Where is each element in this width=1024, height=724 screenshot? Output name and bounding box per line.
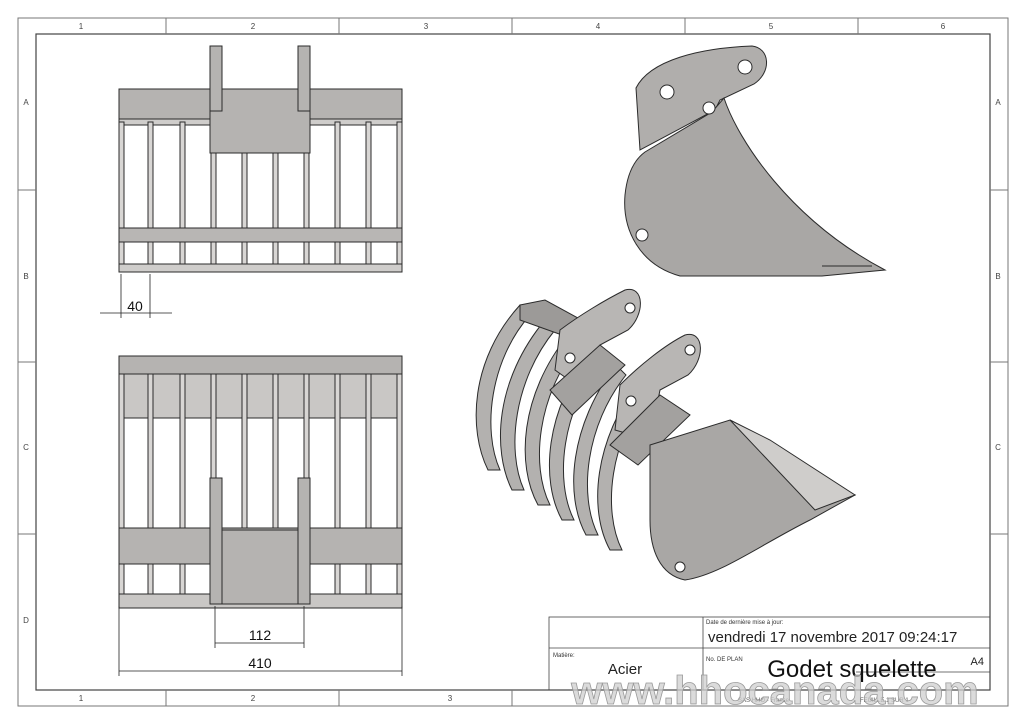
modified-label: Date de dernière mise à jour: bbox=[706, 620, 784, 626]
material-label: Matière: bbox=[553, 653, 575, 659]
title-block bbox=[548, 616, 991, 691]
isometric-view bbox=[475, 289, 857, 581]
modified-value: vendredi 17 novembre 2017 09:24:17 bbox=[708, 629, 957, 646]
dimension-40-label: 40 bbox=[127, 298, 143, 314]
zone-dividers bbox=[18, 18, 1008, 706]
sheet-label: FEUILLE 1 SUR 1 bbox=[860, 698, 909, 704]
dimension-410-label: 410 bbox=[248, 655, 272, 671]
col-label-top: 2 bbox=[251, 22, 256, 31]
material-value: Acier bbox=[608, 661, 642, 678]
col-label-top: 1 bbox=[79, 22, 84, 31]
col-label-bottom: 3 bbox=[448, 694, 453, 703]
dimension-112-label: 112 bbox=[249, 627, 272, 643]
watermark: www.hhocanada.com bbox=[570, 669, 978, 713]
col-label-top: 5 bbox=[769, 22, 774, 31]
row-label-left: A bbox=[23, 98, 29, 107]
top-view-bars bbox=[118, 373, 403, 595]
drawing-title: Godet squelette bbox=[767, 656, 936, 683]
col-label-bottom: 1 bbox=[79, 694, 84, 703]
row-label-right: C bbox=[995, 443, 1001, 452]
paper-size: A4 bbox=[971, 656, 984, 668]
row-label-right: A bbox=[995, 98, 1001, 107]
dimension-lines bbox=[118, 606, 403, 676]
col-label-bottom: 2 bbox=[251, 694, 256, 703]
zone-labels: 1 2 3 4 5 6 1 2 3 A B C D A B C bbox=[23, 22, 1001, 703]
col-label-top: 4 bbox=[596, 22, 601, 31]
side-view bbox=[624, 45, 887, 277]
row-label-left: C bbox=[23, 443, 29, 452]
row-label-left: B bbox=[23, 272, 28, 281]
row-label-left: D bbox=[23, 616, 29, 625]
row-label-right: B bbox=[995, 272, 1000, 281]
company-name: SAS HHO - France bbox=[738, 698, 790, 704]
plan-label: No. DE PLAN bbox=[706, 657, 743, 663]
col-label-top: 6 bbox=[941, 22, 946, 31]
col-label-top: 3 bbox=[424, 22, 429, 31]
front-view bbox=[118, 45, 403, 273]
dimension-40 bbox=[100, 274, 172, 318]
top-view bbox=[118, 355, 403, 609]
